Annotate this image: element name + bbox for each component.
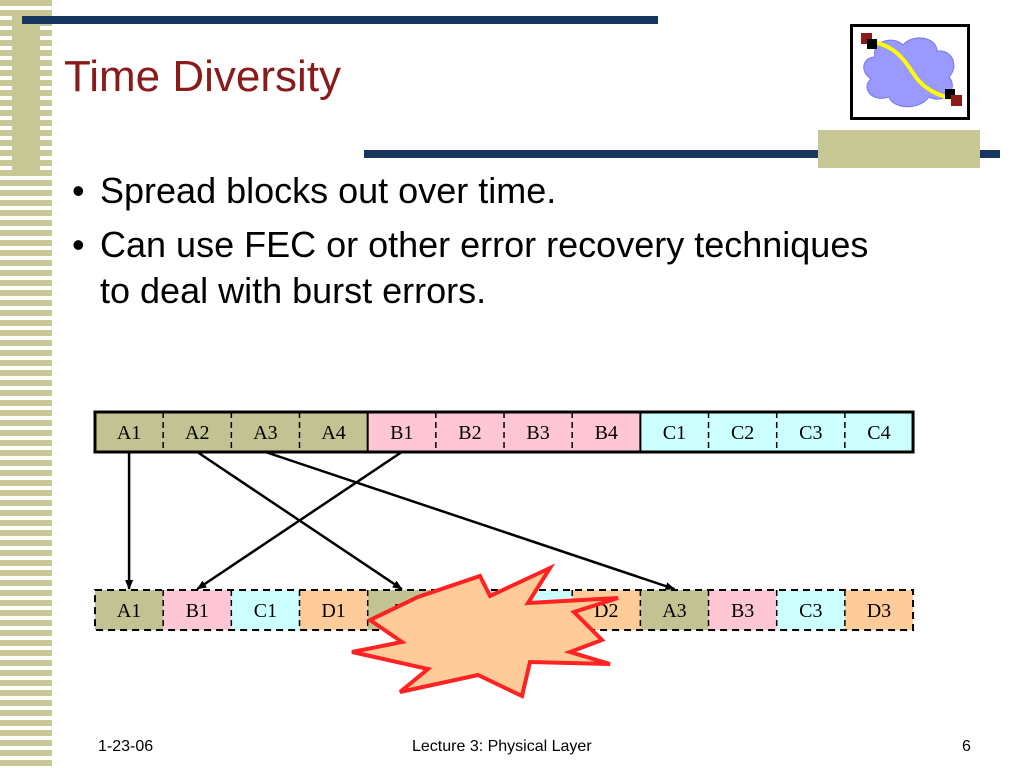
burst-error-starburst <box>351 563 619 699</box>
top-block-label: B2 <box>458 422 481 444</box>
top-block-label: A4 <box>321 422 345 444</box>
bottom-block-label: B1 <box>186 600 209 622</box>
top-block-label: A1 <box>117 422 141 444</box>
bottom-cell-bg <box>95 590 164 630</box>
footer-title: Lecture 3: Physical Layer <box>412 738 592 755</box>
top-cell-bg <box>299 412 368 452</box>
bottom-block-label: B3 <box>731 600 754 622</box>
top-cell-bg <box>163 412 232 452</box>
title-underline <box>364 150 1000 158</box>
bottom-block-label: A1 <box>117 600 141 622</box>
interleave-arrow <box>265 450 676 591</box>
bottom-block-label: C1 <box>254 600 277 622</box>
sequential-block-row: A1 A2 A3 A4 B1 B2 B3 B4 C1 C2 C3 C4 <box>93 410 915 454</box>
decorative-tan-block <box>818 130 980 168</box>
bottom-cell-bg <box>708 590 777 630</box>
top-cell-bg <box>844 412 914 452</box>
network-cloud-logo <box>850 24 970 120</box>
top-cell-bg <box>504 412 573 452</box>
top-cell-bg <box>367 412 436 452</box>
top-cell-bg <box>95 412 164 452</box>
bottom-cell-bg <box>640 590 709 630</box>
bullet-list: Spread blocks out over time. Can use FEC… <box>70 168 870 322</box>
top-block-label: A3 <box>253 422 277 444</box>
top-block-label: B3 <box>526 422 549 444</box>
top-block-label: C1 <box>663 422 686 444</box>
top-cell-bg <box>640 412 709 452</box>
top-block-label: B1 <box>390 422 413 444</box>
bottom-cell-bg <box>299 590 368 630</box>
top-block-label: C3 <box>799 422 822 444</box>
bottom-cell-bg <box>776 590 845 630</box>
bottom-cell-bg <box>163 590 232 630</box>
interleave-arrow <box>196 450 403 591</box>
interleave-arrows <box>125 450 676 591</box>
top-cell-bg <box>572 412 641 452</box>
bottom-cell-bg <box>844 590 914 630</box>
top-cell-bg <box>776 412 845 452</box>
bottom-block-label: D3 <box>867 600 891 622</box>
top-cell-bg <box>231 412 300 452</box>
top-block-label: C4 <box>867 422 890 444</box>
bullet-item: Can use FEC or other error recovery tech… <box>70 222 870 314</box>
top-accent-line <box>22 16 658 24</box>
bottom-cell-bg <box>231 590 300 630</box>
page-number: 6 <box>962 738 971 755</box>
top-block-label: A2 <box>185 422 209 444</box>
decorative-stripe-block <box>12 12 40 172</box>
top-block-label: B4 <box>595 422 618 444</box>
bottom-block-label: D1 <box>321 600 345 622</box>
top-row-border <box>93 410 915 454</box>
bottom-block-label: C3 <box>799 600 822 622</box>
top-cell-bg <box>708 412 777 452</box>
slide-title: Time Diversity <box>64 52 342 101</box>
top-block-label: C2 <box>731 422 754 444</box>
footer-date: 1-23-06 <box>98 738 154 755</box>
bullet-item: Spread blocks out over time. <box>70 168 870 214</box>
bottom-block-label: A3 <box>662 600 686 622</box>
cloud-network-icon <box>861 33 962 108</box>
top-cell-bg <box>435 412 505 452</box>
